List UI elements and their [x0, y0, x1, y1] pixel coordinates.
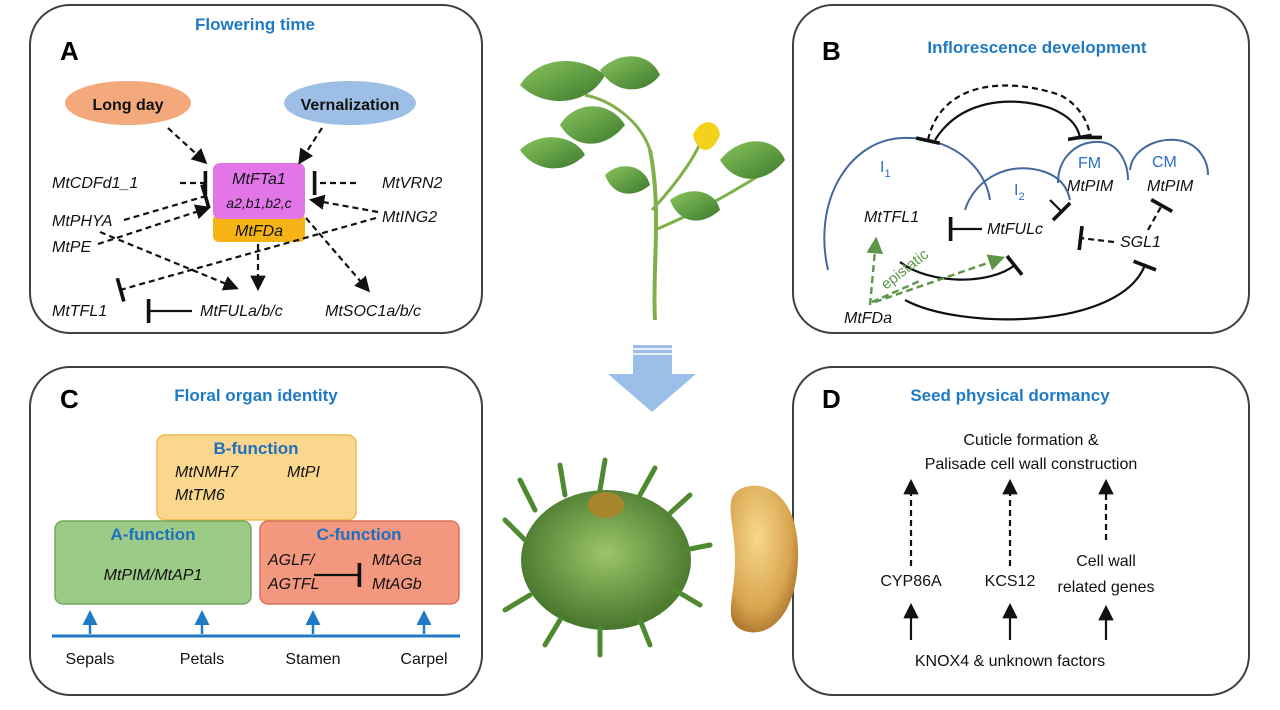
- ft-box: [213, 163, 305, 219]
- epistatic-bracket: [871, 278, 923, 304]
- panel-b-letter: B: [822, 36, 841, 66]
- panel-d-frame: [792, 366, 1250, 696]
- fm-fulc-inhibit: [1049, 199, 1072, 222]
- cdfd-label: MtCDFd1_1: [52, 175, 138, 192]
- sgl1-cm-inhibit: [1147, 198, 1174, 231]
- vernalization-label: Vernalization: [301, 97, 400, 114]
- d-bottom: KNOX4 & unknown factors: [915, 653, 1105, 670]
- c-gene-agtfl: AGTFL: [267, 576, 320, 593]
- vrn2-label: MtVRN2: [382, 175, 443, 192]
- plant-illustration: [520, 56, 785, 321]
- a-function-box: [54, 520, 252, 605]
- ft-label: MtFTa1: [232, 171, 286, 188]
- organ-petals: Petals: [180, 651, 224, 668]
- vern-to-ft-arrow: [298, 127, 323, 165]
- long-day-label: Long day: [92, 97, 163, 114]
- i1-fm-solid-inhibit: [934, 100, 1093, 142]
- organ-sepals: Sepals: [66, 651, 115, 668]
- i1-label: I1: [880, 159, 891, 180]
- organ-stamen: Stamen: [285, 651, 340, 668]
- panel-c-letter: C: [60, 384, 79, 414]
- pod-illustration: [502, 457, 713, 658]
- tfl1-label: MtTFL1: [52, 303, 107, 320]
- b-fda-label: MtFDa: [844, 310, 892, 327]
- down-arrow: [608, 345, 696, 412]
- panel-seed-physical-dormancy: D Seed physical dormancy Cuticle formati…: [792, 366, 1250, 696]
- longday-to-ft-arrow: [167, 127, 208, 165]
- b-tfl1-label: MtTFL1: [864, 209, 919, 226]
- phya-label: MtPHYA: [52, 213, 112, 230]
- a-function-title: A-function: [111, 525, 196, 544]
- i2-label: I2: [1014, 182, 1025, 203]
- flower: [693, 122, 720, 150]
- c-function-title: C-function: [317, 525, 402, 544]
- seed-illustration: [730, 485, 799, 633]
- i1-meristem-arc: [823, 136, 991, 271]
- fda-sgl1-inhibit: [904, 259, 1157, 321]
- panel-c-title: Floral organ identity: [174, 386, 338, 405]
- panel-a-letter: A: [60, 36, 79, 66]
- cm-meristem-arc: [1129, 138, 1209, 176]
- ing2-tfl1-inhibit: [115, 216, 377, 302]
- panel-d-title: Seed physical dormancy: [910, 386, 1110, 405]
- phya-inhibit: [123, 184, 211, 222]
- panel-flowering-time: A Flowering time Long day Vernalization …: [29, 4, 483, 334]
- panel-b-title: Inflorescence development: [927, 38, 1147, 57]
- vernalization-ellipse: [284, 81, 416, 125]
- ft-soc1-arrow: [305, 217, 371, 293]
- long-day-ellipse: [65, 81, 191, 125]
- fda-box: [213, 214, 305, 242]
- d-top-line2: Palisade cell wall construction: [925, 456, 1138, 473]
- sgl1-label: SGL1: [1120, 234, 1161, 251]
- pe-label: MtPE: [52, 239, 91, 256]
- d-cellwall-a: Cell wall: [1076, 553, 1136, 570]
- fda-label: MtFDa: [235, 223, 283, 240]
- panel-a-title: Flowering time: [195, 15, 315, 34]
- panel-floral-organ-identity: C Floral organ identity B-function MtNMH…: [29, 366, 483, 696]
- d-kcs12: KCS12: [985, 573, 1036, 590]
- b-function-title: B-function: [214, 439, 299, 458]
- c-gene-aglf: AGLF/: [267, 552, 316, 569]
- fm-label: FM: [1078, 155, 1101, 172]
- ful-label: MtFULa/b/c: [200, 303, 283, 320]
- a-genes: MtPIM/MtAP1: [104, 567, 203, 584]
- b-fulc-label: MtFULc: [987, 221, 1043, 238]
- i1-fm-mutual-dashed: [915, 84, 1103, 145]
- panel-inflorescence-development: B Inflorescence development I1 I2 FM CM …: [792, 4, 1250, 334]
- cm-label: CM: [1152, 154, 1177, 171]
- tfl1-loop-inhibit: [899, 254, 1024, 281]
- ing2-label: MtING2: [382, 209, 437, 226]
- i2-meristem-arc: [964, 167, 1071, 211]
- b-gene-nmh7: MtNMH7: [175, 464, 239, 481]
- fda-fulc-green-arrow: [874, 254, 1006, 304]
- panel-d-letter: D: [822, 384, 841, 414]
- panel-c-frame: [29, 366, 483, 696]
- d-cellwall-b: related genes: [1058, 579, 1155, 596]
- sgl1-fulc-inhibit: [1077, 225, 1115, 251]
- phya-ful-arrow: [99, 230, 239, 291]
- b-function-box: [156, 434, 357, 521]
- c-function-box: [259, 520, 460, 605]
- ing2-ft-arrow: [308, 194, 379, 214]
- d-top-line1: Cuticle formation &: [963, 432, 1098, 449]
- ft-sub-label: a2,b1,b2,c: [226, 195, 291, 211]
- organ-carpel: Carpel: [400, 651, 447, 668]
- soc1-label: MtSOC1a/b/c: [325, 303, 421, 320]
- fm-pim-label: MtPIM: [1067, 178, 1114, 195]
- cm-pim-label: MtPIM: [1147, 178, 1194, 195]
- b-gene-tm6: MtTM6: [175, 487, 225, 504]
- c-gene-aga: MtAGa: [372, 552, 422, 569]
- d-cyp86a: CYP86A: [880, 573, 942, 590]
- c-gene-agb: MtAGb: [372, 576, 422, 593]
- b-gene-pi: MtPI: [287, 464, 320, 481]
- leaf-1: [520, 61, 605, 102]
